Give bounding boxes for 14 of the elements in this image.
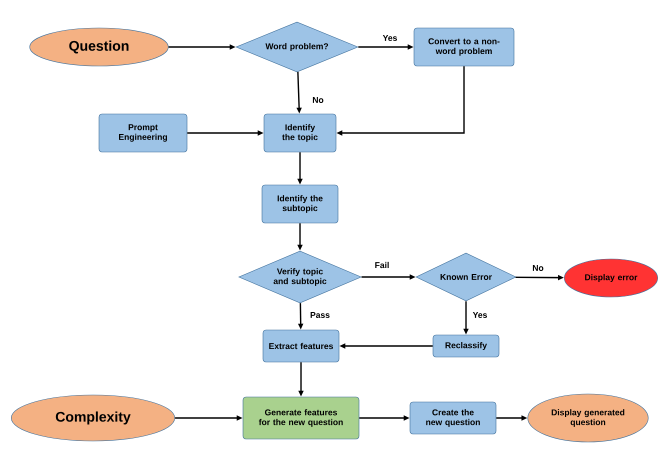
process-box: Reclassify [432, 334, 500, 358]
process-box: Create the new question [410, 402, 496, 434]
edge-label: Pass [309, 311, 331, 319]
edge-label: Fail [374, 260, 390, 270]
process-box: Identify the subtopic [262, 184, 338, 224]
process-box: Convert to a non-word problem [414, 28, 514, 66]
edge-label: Yes [472, 311, 488, 319]
edge-label: No [311, 96, 325, 104]
process-box: Extract features [262, 330, 340, 362]
edge-label: Yes [382, 34, 398, 42]
process-box: Generate features for the new question [242, 396, 360, 440]
process-box: Prompt Engineering [98, 114, 188, 152]
process-box: Identify the topic [264, 114, 336, 152]
edge-label: No [531, 264, 545, 272]
